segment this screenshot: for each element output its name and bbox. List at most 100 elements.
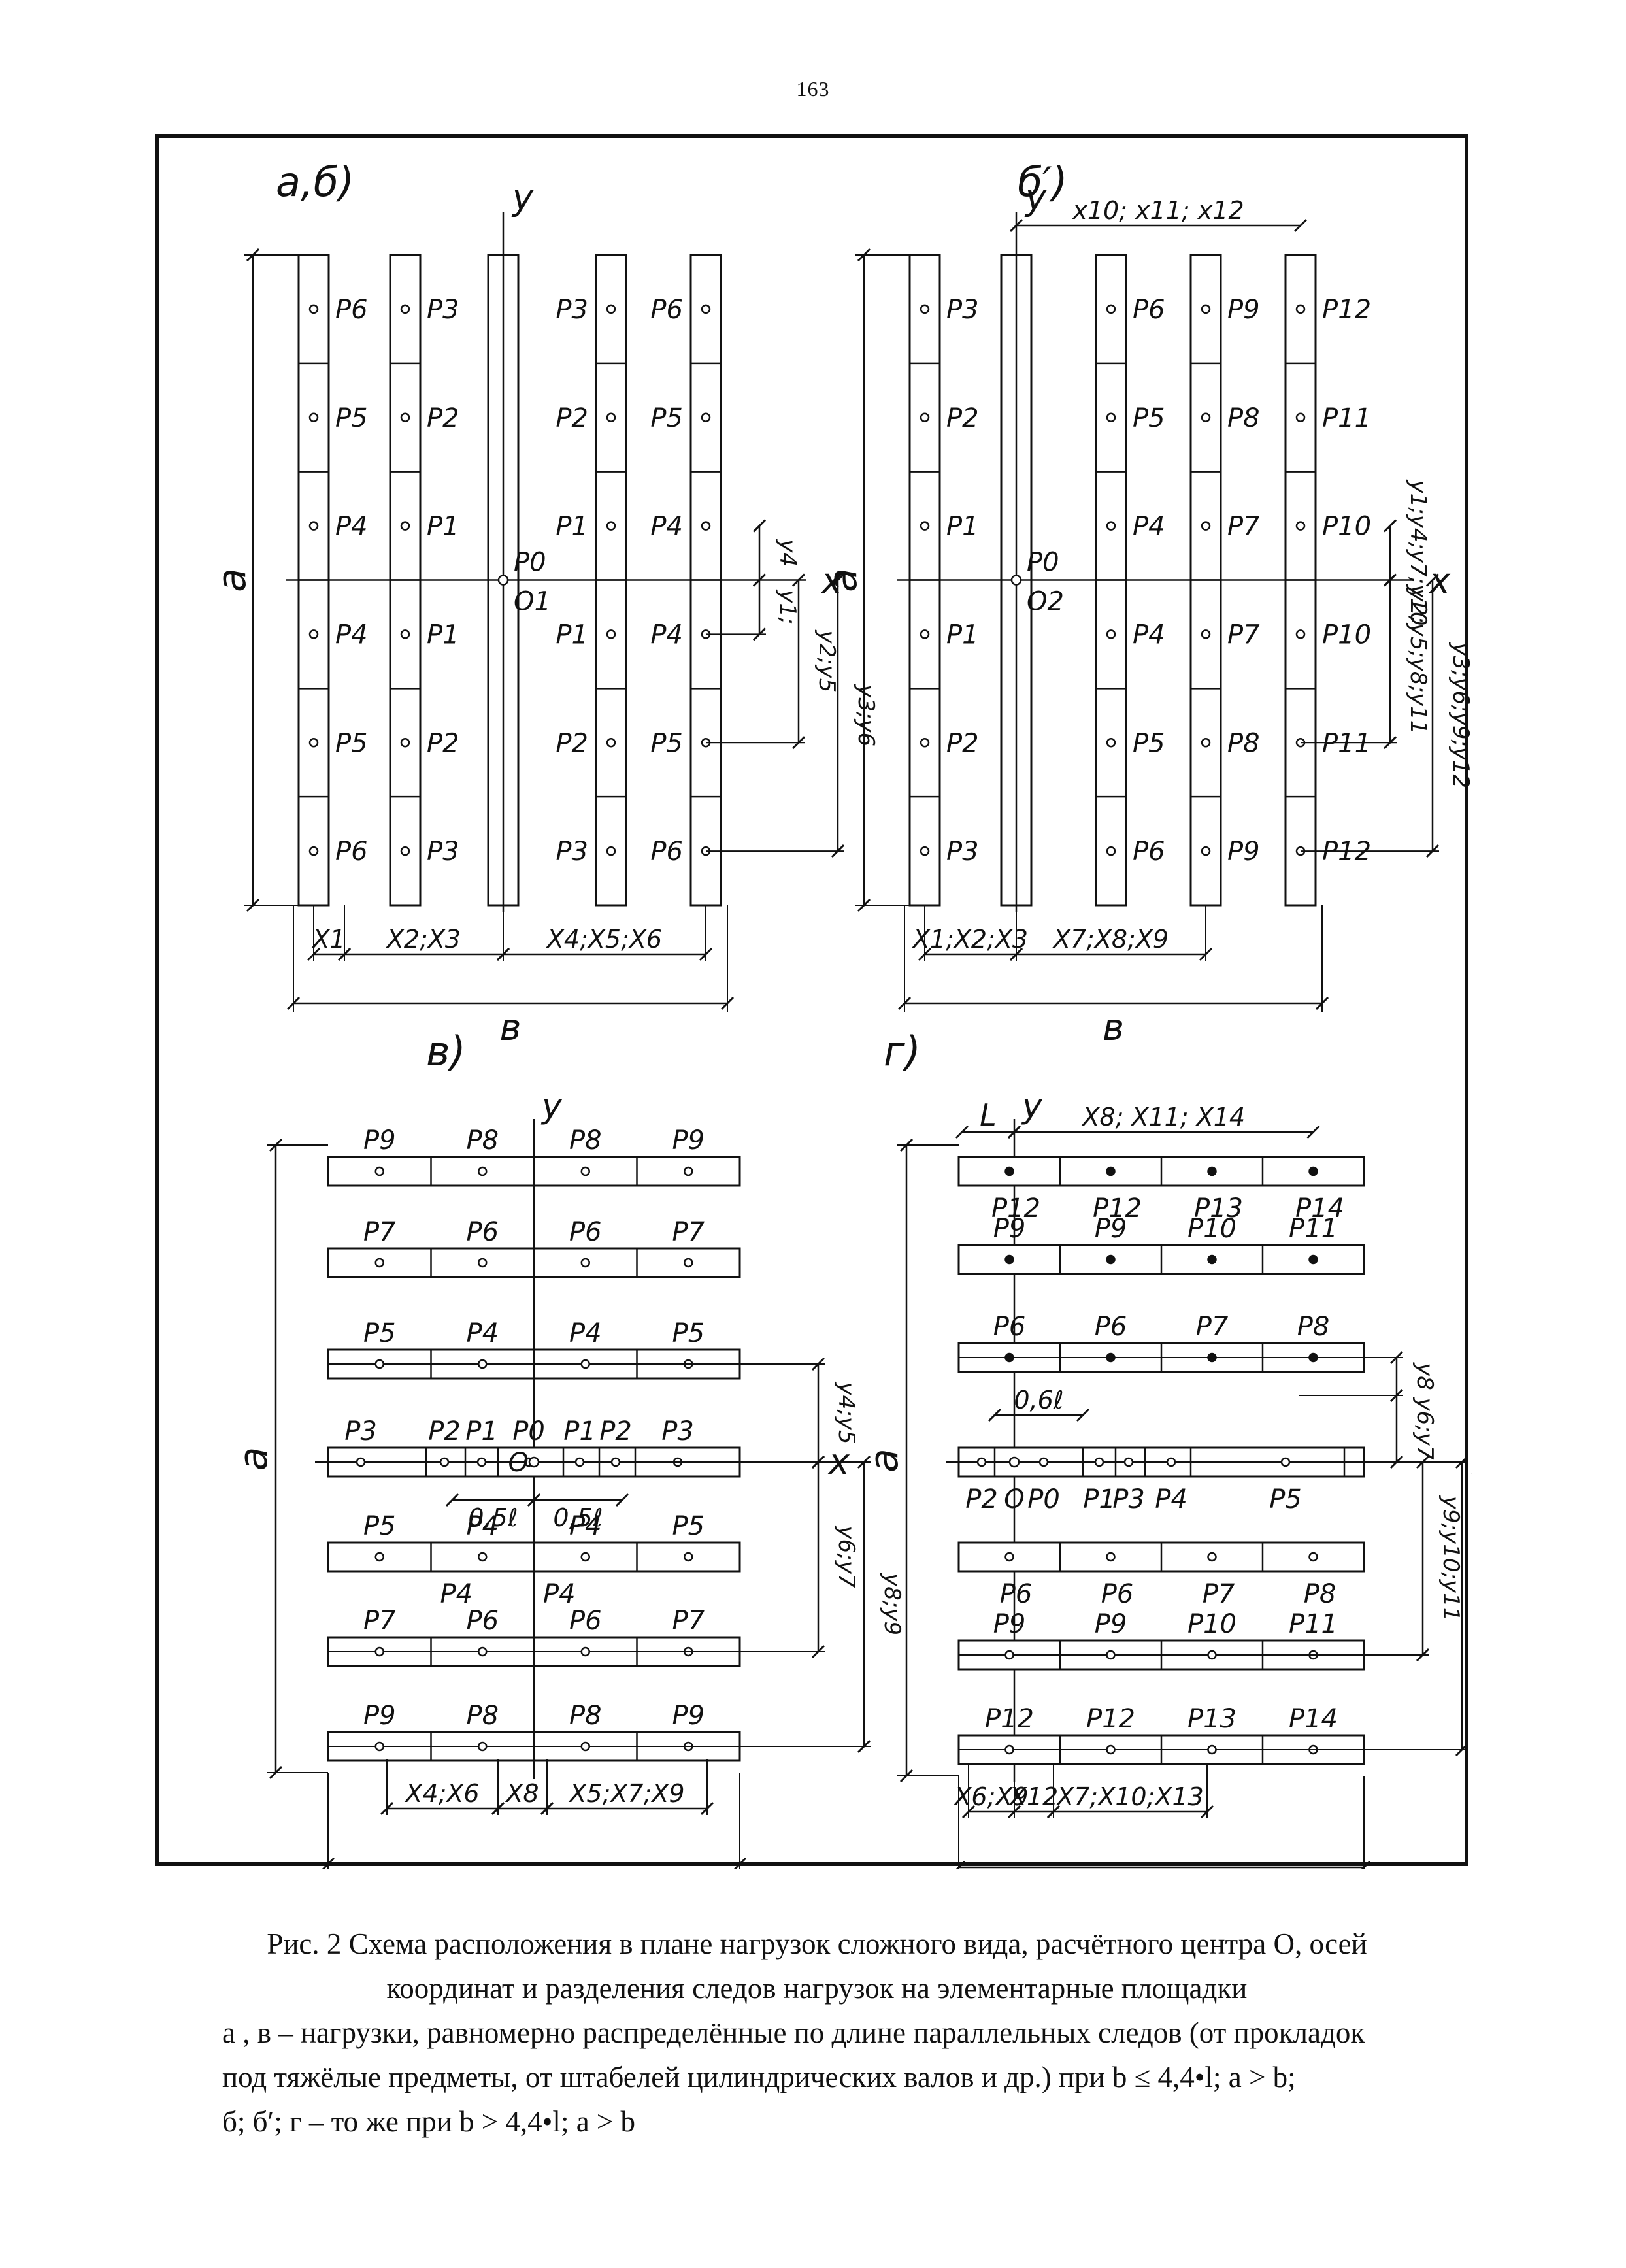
load-point bbox=[400, 521, 410, 531]
bottom-dim-1-label: X12 bbox=[1008, 1782, 1058, 1811]
load-label-p2: P2 bbox=[556, 403, 588, 433]
panel-title: г) bbox=[884, 1027, 921, 1075]
size-b-tick-a bbox=[897, 996, 912, 1010]
load-label-p8: P8 bbox=[569, 1701, 602, 1731]
center-dim-right-label: 0,5ℓ bbox=[553, 1503, 603, 1532]
load-label-p12: P12 bbox=[1086, 1704, 1135, 1734]
load-point bbox=[684, 1166, 693, 1176]
load-point bbox=[920, 304, 930, 314]
side-dim-1-tick-a bbox=[752, 573, 767, 587]
load-label-p2: P2 bbox=[965, 1484, 998, 1514]
load-point bbox=[1106, 1552, 1116, 1562]
load-label-p8: P8 bbox=[1227, 403, 1260, 433]
center-dim-tick-a bbox=[987, 1408, 1002, 1422]
load-label-p1: P1 bbox=[556, 620, 588, 650]
panel-title: б′) bbox=[1018, 158, 1068, 206]
load-label-p5: P5 bbox=[363, 1318, 396, 1348]
side-dim-1-tick-a bbox=[1383, 573, 1397, 587]
load-point bbox=[1207, 1744, 1217, 1755]
load-point bbox=[920, 846, 930, 856]
side-dim-0-label: y4;y5 bbox=[833, 1382, 859, 1444]
load-label-p6: P6 bbox=[993, 1312, 1026, 1342]
load-point bbox=[1295, 304, 1306, 314]
size-b-tick-b bbox=[1360, 1860, 1371, 1869]
load-label-p3: P3 bbox=[427, 837, 459, 867]
load-label-p0: P0 bbox=[512, 1416, 545, 1446]
size-b-label: в bbox=[499, 1007, 521, 1049]
load-label-p10: P10 bbox=[1322, 620, 1371, 650]
load-label-p0: P0 bbox=[1027, 1484, 1060, 1514]
load-point bbox=[374, 1646, 384, 1657]
bottom-dim-0-label: X1;X2;X3 bbox=[912, 925, 1028, 954]
side-dim-1-label: y6;y7 bbox=[833, 1526, 859, 1588]
load-point bbox=[1207, 1552, 1217, 1562]
load-label-p1: P1 bbox=[427, 620, 459, 650]
load-point bbox=[606, 304, 616, 314]
load-label-p9: P9 bbox=[363, 1126, 396, 1156]
load-point bbox=[356, 1457, 366, 1467]
side-dim-1-tick-b bbox=[811, 1644, 825, 1659]
panel-g: г)ayxP12P12P13P14P9P9P10P11P6P6P7P8P2OP0… bbox=[861, 1027, 1472, 1869]
load-point bbox=[1166, 1457, 1176, 1467]
load-point bbox=[1123, 1457, 1134, 1467]
load-label-p8: P8 bbox=[466, 1701, 499, 1731]
load-label-p6: P6 bbox=[1000, 1579, 1033, 1609]
load-label-p6: P6 bbox=[1133, 295, 1165, 325]
center-o-label: O2 bbox=[1027, 587, 1064, 617]
load-label-p7: P7 bbox=[672, 1217, 705, 1247]
load-label-p7: P7 bbox=[363, 1606, 396, 1636]
side-dim-0-label: y8 bbox=[1412, 1362, 1438, 1390]
panel-b-prime: б′)aP3P2P1P1P2P3P6P5P4P4P5P6P9P8P7P7P8P9… bbox=[820, 158, 1472, 1049]
side-dim-1-tick-b bbox=[1383, 736, 1397, 750]
load-label-p4: P4 bbox=[335, 620, 368, 650]
load-point bbox=[920, 412, 930, 422]
load-label-p2: P2 bbox=[946, 403, 979, 433]
load-point bbox=[1207, 1352, 1217, 1363]
load-point bbox=[1106, 1744, 1116, 1755]
load-label-p4: P4 bbox=[440, 1579, 473, 1609]
load-point bbox=[606, 738, 616, 748]
load-label-p4: P4 bbox=[1133, 620, 1165, 650]
load-label-p5: P5 bbox=[650, 728, 683, 758]
load-label-p5: P5 bbox=[335, 728, 368, 758]
side-dim-1-label: y1; bbox=[774, 589, 801, 624]
top-dim-l-tick-a bbox=[955, 1125, 969, 1139]
load-label-p6: P6 bbox=[569, 1217, 602, 1247]
side-dim-0-tick-a bbox=[1389, 1350, 1404, 1365]
bottom-dim-2-tick-b bbox=[1200, 1805, 1214, 1819]
load-point bbox=[580, 1359, 590, 1369]
load-point bbox=[308, 304, 319, 314]
load-point bbox=[976, 1457, 987, 1467]
load-label-p2: P2 bbox=[946, 728, 979, 758]
load-point bbox=[1295, 412, 1306, 422]
load-label-p8: P8 bbox=[569, 1126, 602, 1156]
bottom-dim-2-tick-a bbox=[540, 1801, 554, 1816]
load-label-p11: P11 bbox=[1289, 1214, 1338, 1244]
bottom-dim-1-label: X8 bbox=[505, 1779, 539, 1808]
load-point bbox=[606, 521, 616, 531]
side-dim-0-tick-a bbox=[1383, 519, 1397, 533]
load-point bbox=[308, 412, 319, 422]
load-label-p7: P7 bbox=[672, 1606, 705, 1636]
load-point bbox=[374, 1258, 384, 1268]
load-label-p6: P6 bbox=[466, 1606, 499, 1636]
center-dim-tick-b bbox=[1076, 1408, 1090, 1422]
load-label-p5: P5 bbox=[363, 1511, 396, 1541]
load-label-p5: P5 bbox=[672, 1511, 705, 1541]
load-label-p6: P6 bbox=[1095, 1312, 1127, 1342]
load-point bbox=[1004, 1166, 1014, 1176]
load-label-p3: P3 bbox=[427, 295, 459, 325]
load-point bbox=[1106, 1254, 1116, 1265]
size-b-label: в bbox=[1103, 1007, 1124, 1049]
load-label-p1: P1 bbox=[946, 512, 979, 542]
load-label-p2: P2 bbox=[428, 1416, 461, 1446]
load-point bbox=[1106, 846, 1116, 856]
load-point bbox=[1106, 1166, 1116, 1176]
load-label-p4: P4 bbox=[466, 1511, 499, 1541]
